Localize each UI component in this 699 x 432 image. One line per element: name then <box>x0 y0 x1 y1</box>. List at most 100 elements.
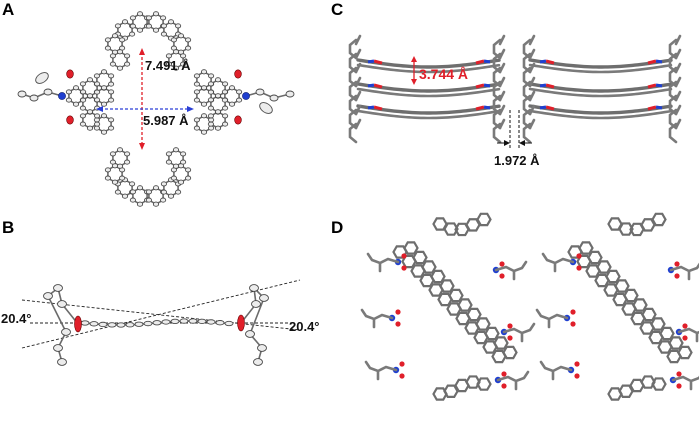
atom-carbon <box>65 89 72 95</box>
atom-carbon <box>121 193 129 199</box>
atom-carbon <box>108 97 115 103</box>
atom-carbon <box>94 81 101 87</box>
atom-carbon <box>200 129 208 135</box>
atom-nitrogen <box>58 92 66 100</box>
atom-carbon <box>165 53 172 59</box>
atom-carbon <box>177 179 185 185</box>
atom-carbon <box>214 93 222 99</box>
atom-carbon <box>185 167 192 173</box>
atom-carbon <box>180 151 187 157</box>
panel-label-d: D <box>331 218 344 237</box>
atom-carbon <box>108 73 115 79</box>
panel-label-a: A <box>2 0 15 19</box>
atom-carbon <box>136 27 144 33</box>
atom-carbon <box>145 15 152 21</box>
atom-carbon <box>185 37 192 43</box>
atom-carbon <box>93 73 100 79</box>
panel-a-vertical-arrow <box>139 48 145 150</box>
atom-carbon <box>109 61 116 67</box>
atom-carbon <box>185 45 192 51</box>
atom-carbon <box>152 201 160 207</box>
atom-carbon <box>79 113 86 119</box>
atom-carbon <box>200 113 208 119</box>
atom-carbon <box>193 81 200 87</box>
atom-carbon <box>160 31 167 37</box>
atom-carbon <box>228 101 236 107</box>
atom-carbon <box>193 73 200 79</box>
atom-carbon <box>65 97 72 103</box>
atom-carbon <box>111 179 119 185</box>
atom-carbon <box>145 23 152 29</box>
atom-carbon <box>180 53 187 59</box>
atom-carbon <box>136 11 144 17</box>
atom-carbon <box>80 89 87 95</box>
atom-carbon <box>167 19 175 25</box>
atom-carbon <box>207 105 214 111</box>
panel-c-stacking-arrow <box>411 56 417 85</box>
atom-carbon <box>129 23 136 29</box>
atom-carbon <box>114 23 121 29</box>
atom-carbon <box>214 109 222 115</box>
atom-carbon <box>222 113 229 119</box>
atom-carbon <box>94 89 101 95</box>
atom-carbon <box>145 197 152 203</box>
atom-carbon <box>129 197 136 203</box>
atom-carbon <box>193 97 200 103</box>
atom-carbon <box>108 117 115 123</box>
atom-carbon <box>100 69 108 75</box>
atom-carbon <box>129 31 136 37</box>
atom-carbon <box>172 163 180 169</box>
atom-carbon <box>221 89 228 95</box>
atom-carbon <box>214 125 222 131</box>
atom-carbon <box>193 89 200 95</box>
atom-carbon <box>104 45 111 51</box>
atom-carbon <box>109 159 116 165</box>
atom-carbon <box>72 101 80 107</box>
atom-carbon <box>108 125 115 131</box>
atom-carbon <box>104 175 111 181</box>
atom-carbon <box>207 97 214 103</box>
atom-carbon <box>116 65 124 71</box>
atom-carbon <box>86 109 94 115</box>
atom-carbon <box>165 159 172 165</box>
atom-carbon <box>222 81 229 87</box>
atom-carbon <box>175 189 182 195</box>
atom-carbon <box>160 181 167 187</box>
atom-carbon <box>119 37 126 43</box>
atom-carbon <box>104 167 111 173</box>
atom-carbon <box>129 181 136 187</box>
atom-oxygen <box>234 69 242 79</box>
atom-carbon <box>207 113 214 119</box>
atom-carbon <box>86 125 94 131</box>
panel-b-angle-left: 20.4° <box>1 311 32 326</box>
atom-carbon <box>116 147 124 153</box>
atom-carbon <box>109 151 116 157</box>
atom-carbon <box>207 89 214 95</box>
atom-carbon <box>207 121 214 127</box>
atom-carbon <box>152 11 160 17</box>
atom-carbon <box>160 15 167 21</box>
atom-carbon <box>170 175 177 181</box>
atom-carbon <box>200 69 208 75</box>
atom-carbon <box>208 73 215 79</box>
atom-carbon <box>129 15 136 21</box>
atom-carbon <box>100 85 108 91</box>
atom-carbon <box>236 89 243 95</box>
atom-carbon <box>124 159 131 165</box>
atom-carbon <box>185 175 192 181</box>
atom-oxygen <box>66 69 74 79</box>
atom-carbon <box>100 113 108 119</box>
atom-carbon <box>228 85 236 91</box>
atom-carbon <box>172 49 180 55</box>
atom-carbon <box>124 61 131 67</box>
panel-b-angle-right: 20.4° <box>289 319 320 334</box>
atom-carbon <box>100 101 108 107</box>
atom-carbon <box>145 189 152 195</box>
atom-carbon <box>160 23 167 29</box>
panel-label-c: C <box>331 0 344 19</box>
atom-carbon <box>124 53 131 59</box>
atom-carbon <box>136 185 144 191</box>
atom-carbon <box>167 193 175 199</box>
